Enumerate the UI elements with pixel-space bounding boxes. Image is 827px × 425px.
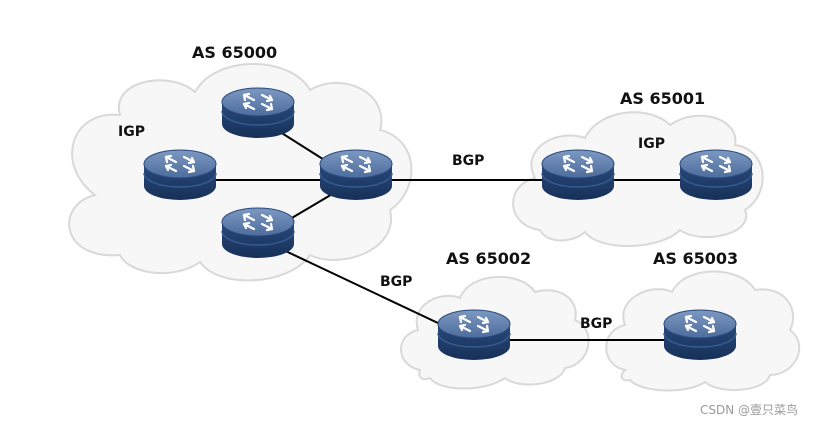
- bgp-label-as65002-as65003: BGP: [580, 316, 612, 332]
- as65000-igp-label: IGP: [118, 124, 145, 140]
- as65002-label: AS 65002: [446, 249, 531, 268]
- watermark-text: CSDN @壹只菜鸟: [700, 402, 798, 417]
- router-icon: [540, 148, 616, 202]
- as65001-igp-label: IGP: [638, 136, 665, 152]
- as65003-label: AS 65003: [653, 249, 738, 268]
- as65001-label: AS 65001: [620, 89, 705, 108]
- router-icon: [220, 86, 296, 140]
- router-icon: [220, 206, 296, 260]
- bgp-label-as65000-as65002: BGP: [380, 274, 412, 290]
- router-icon: [678, 148, 754, 202]
- router-icon: [436, 308, 512, 362]
- router-icon: [318, 148, 394, 202]
- as65000-label: AS 65000: [192, 43, 277, 62]
- as65000-cloud: [68, 63, 413, 282]
- bgp-label-as65000-as65001: BGP: [452, 153, 484, 169]
- router-icon: [142, 148, 218, 202]
- router-icon: [662, 308, 738, 362]
